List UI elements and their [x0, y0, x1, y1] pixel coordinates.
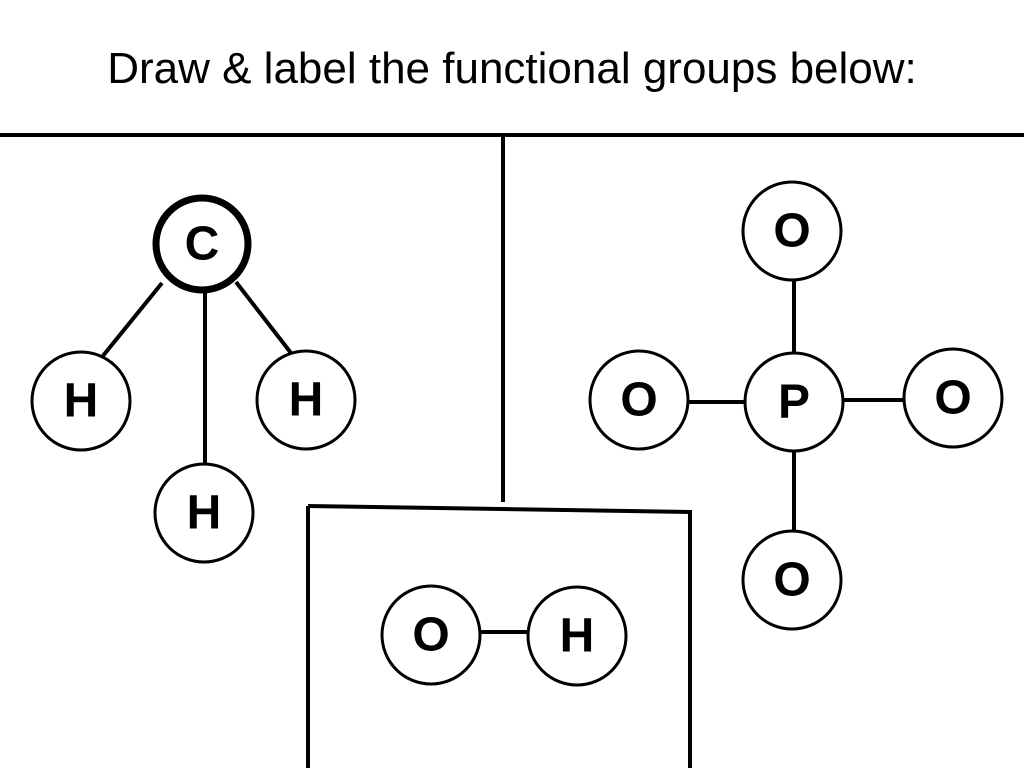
- atom-label: P: [778, 376, 810, 429]
- atom-label: H: [64, 375, 99, 428]
- methyl-group: C H H H: [30, 194, 357, 564]
- atom-oxygen-left: O: [588, 349, 690, 451]
- atom-label: O: [620, 374, 657, 427]
- atom-carbon: C: [152, 194, 252, 294]
- slide-title: Draw & label the functional groups below…: [107, 44, 917, 93]
- atom-hydrogen-left: H: [30, 350, 132, 452]
- atom-label: O: [773, 554, 810, 607]
- atom-oxygen-bottom: O: [741, 529, 843, 631]
- atom-hydrogen-right: H: [255, 349, 357, 451]
- atom-label: O: [412, 609, 449, 662]
- bond-c-h-right: [234, 280, 293, 355]
- atom-hydrogen: H: [526, 585, 628, 687]
- atom-oxygen: O: [380, 584, 482, 686]
- hydroxyl-group: O H: [380, 584, 628, 687]
- atom-label: O: [934, 372, 971, 425]
- atom-label: O: [773, 205, 810, 258]
- phosphate-group: P O O O O: [588, 180, 1004, 631]
- atom-label: H: [560, 610, 595, 663]
- hydroxyl-box-top: [307, 504, 693, 514]
- atom-phosphorus: P: [743, 351, 845, 453]
- bond-c-h-left: [100, 281, 164, 359]
- atom-oxygen-right: O: [902, 347, 1004, 449]
- atom-oxygen-top: O: [741, 180, 843, 282]
- atom-label: C: [185, 218, 220, 271]
- atom-hydrogen-bottom: H: [153, 462, 255, 564]
- atom-label: H: [289, 374, 324, 427]
- atom-label: H: [187, 487, 222, 540]
